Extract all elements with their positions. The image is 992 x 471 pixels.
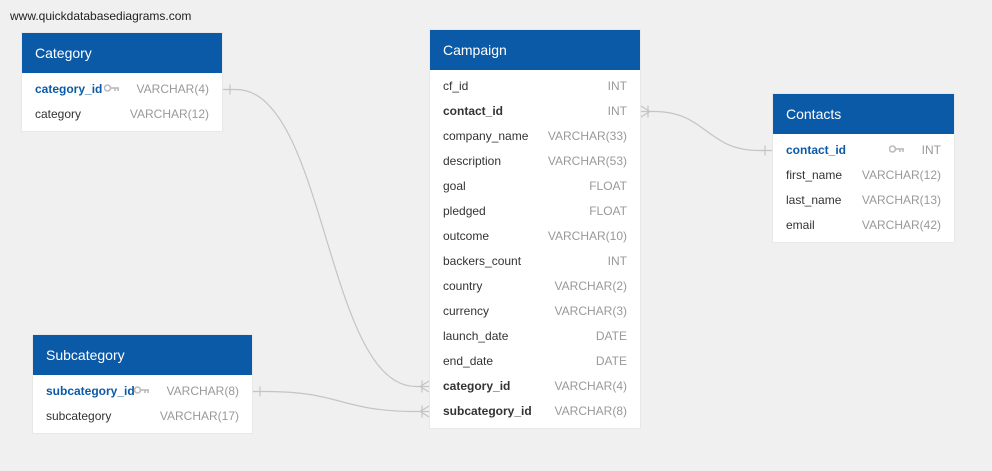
field-name: category_id <box>443 379 511 393</box>
field-row-launch-date[interactable]: launch_date DATE <box>430 324 640 349</box>
many-marker <box>639 104 651 119</box>
field-row-backers-count[interactable]: backers_count INT <box>430 249 640 274</box>
field-type: VARCHAR(53) <box>547 154 627 168</box>
field-type: INT <box>607 254 627 268</box>
relationship-line <box>252 390 430 413</box>
table-header[interactable]: Category <box>22 33 222 73</box>
field-row-subcategory-id[interactable]: subcategory_id VARCHAR(8) <box>430 399 640 424</box>
field-row-description[interactable]: description VARCHAR(53) <box>430 149 640 174</box>
field-type: VARCHAR(4) <box>136 82 209 96</box>
field-type: DATE <box>595 329 627 343</box>
field-name: subcategory_id <box>46 384 135 398</box>
field-row-goal[interactable]: goal FLOAT <box>430 174 640 199</box>
field-type: VARCHAR(33) <box>547 129 627 143</box>
field-row-email[interactable]: email VARCHAR(42) <box>773 213 954 238</box>
field-type: FLOAT <box>589 204 627 218</box>
table-header[interactable]: Contacts <box>773 94 954 134</box>
field-row-outcome[interactable]: outcome VARCHAR(10) <box>430 224 640 249</box>
field-type: VARCHAR(3) <box>554 304 627 318</box>
key-icon <box>103 77 120 102</box>
field-type: VARCHAR(17) <box>159 409 239 423</box>
table-body: subcategory_id VARCHAR(8) subcategory VARCH… <box>33 375 252 433</box>
field-row-end-date[interactable]: end_date DATE <box>430 349 640 374</box>
field-row-last-name[interactable]: last_name VARCHAR(13) <box>773 188 954 213</box>
field-type: INT <box>921 143 941 157</box>
table-body: contact_id INT first_name VARCHAR(12) last_n… <box>773 134 954 242</box>
field-name: cf_id <box>443 79 469 93</box>
field-row-contact-id[interactable]: contact_id INT <box>430 99 640 124</box>
field-type: DATE <box>595 354 627 368</box>
field-row-first-name[interactable]: first_name VARCHAR(12) <box>773 163 954 188</box>
field-row-currency[interactable]: currency VARCHAR(3) <box>430 299 640 324</box>
field-name: end_date <box>443 354 494 368</box>
field-type: INT <box>607 104 627 118</box>
table-header[interactable]: Subcategory <box>33 335 252 375</box>
relationship-line <box>222 88 430 388</box>
field-row-cf-id[interactable]: cf_id INT <box>430 74 640 99</box>
field-name: category <box>35 107 82 121</box>
field-name: email <box>786 218 815 232</box>
field-name: subcategory_id <box>443 404 532 418</box>
field-name: first_name <box>786 168 843 182</box>
field-type: VARCHAR(10) <box>547 229 627 243</box>
field-name: goal <box>443 179 466 193</box>
table-header[interactable]: Campaign <box>430 30 640 70</box>
field-name: launch_date <box>443 329 509 343</box>
field-type: FLOAT <box>589 179 627 193</box>
field-name: company_name <box>443 129 529 143</box>
field-type: VARCHAR(8) <box>166 384 239 398</box>
field-row-pledged[interactable]: pledged FLOAT <box>430 199 640 224</box>
relationship-line <box>640 110 773 152</box>
field-row-category-id[interactable]: category_id VARCHAR(4) <box>22 77 222 102</box>
table-body: category_id VARCHAR(4) category VARCHAR(12) <box>22 73 222 131</box>
many-marker <box>419 404 431 419</box>
field-name: subcategory <box>46 409 112 423</box>
watermark: www.quickdatabasediagrams.com <box>10 9 192 23</box>
field-name: pledged <box>443 204 486 218</box>
field-type: INT <box>607 79 627 93</box>
field-name: description <box>443 154 502 168</box>
field-name: contact_id <box>786 143 847 157</box>
field-row-category-id[interactable]: category_id VARCHAR(4) <box>430 374 640 399</box>
field-type: VARCHAR(42) <box>861 218 941 232</box>
many-marker <box>419 379 431 394</box>
table-category[interactable]: Category category_id VARCHAR(4) category VA… <box>22 33 222 131</box>
key-icon <box>888 138 905 163</box>
field-type: VARCHAR(12) <box>861 168 941 182</box>
field-row-subcategory[interactable]: subcategory VARCHAR(17) <box>33 404 252 429</box>
field-name: last_name <box>786 193 842 207</box>
field-type: VARCHAR(12) <box>129 107 209 121</box>
field-row-country[interactable]: country VARCHAR(2) <box>430 274 640 299</box>
field-row-company-name[interactable]: company_name VARCHAR(33) <box>430 124 640 149</box>
field-name: currency <box>443 304 490 318</box>
field-type: VARCHAR(8) <box>554 404 627 418</box>
field-name: country <box>443 279 483 293</box>
field-row-category[interactable]: category VARCHAR(12) <box>22 102 222 127</box>
field-name: category_id <box>35 82 103 96</box>
field-name: outcome <box>443 229 490 243</box>
field-name: contact_id <box>443 104 504 118</box>
key-icon <box>133 379 150 404</box>
field-name: backers_count <box>443 254 522 268</box>
field-type: VARCHAR(4) <box>554 379 627 393</box>
field-type: VARCHAR(13) <box>861 193 941 207</box>
field-row-subcategory-id[interactable]: subcategory_id VARCHAR(8) <box>33 379 252 404</box>
field-type: VARCHAR(2) <box>554 279 627 293</box>
field-row-contact-id[interactable]: contact_id INT <box>773 138 954 163</box>
